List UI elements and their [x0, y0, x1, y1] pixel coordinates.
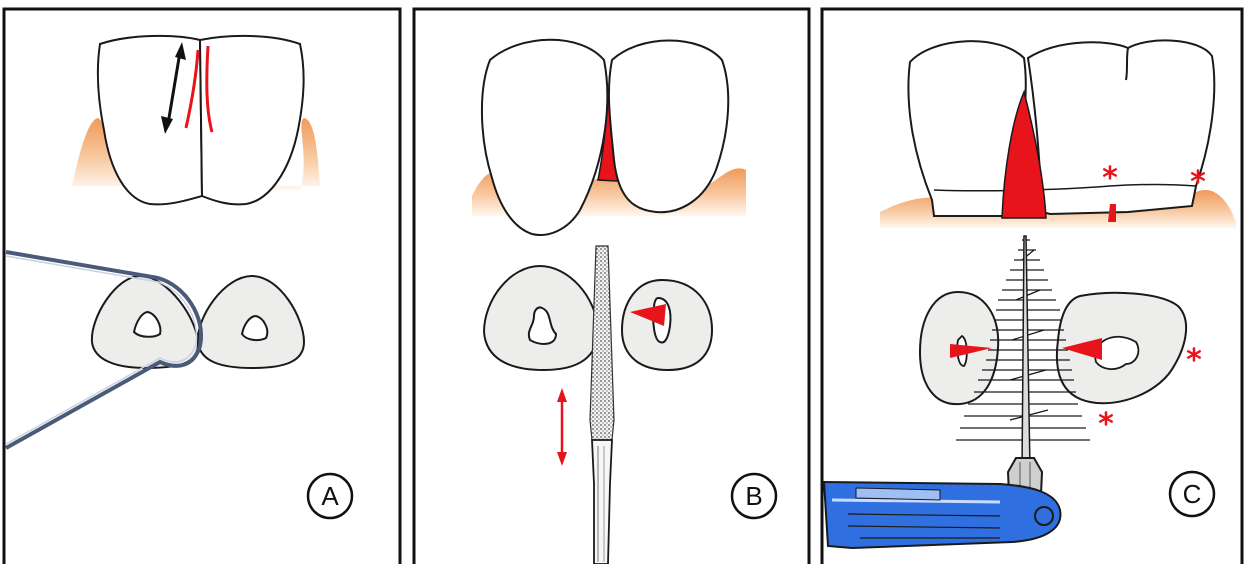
panel-c: * * [822, 9, 1242, 564]
panel-c-brush-handle-pivot [1035, 507, 1053, 525]
panel-b-label-text: B [745, 481, 762, 511]
panel-c-right-crown [1028, 40, 1214, 214]
panel-a-label-text: A [321, 481, 339, 511]
panel-c-asterisk-lower-center: * [1098, 407, 1114, 442]
panel-a: A [4, 9, 400, 564]
panel-b: B [414, 9, 809, 564]
panel-b-label: B [732, 474, 776, 518]
panel-c-label: C [1170, 472, 1214, 516]
panel-c-asterisk-top-right: * [1190, 165, 1206, 200]
panel-a-label: A [308, 474, 352, 518]
panel-c-asterisk-top-center: * [1102, 161, 1118, 196]
panel-c-asterisk-lower-right: * [1186, 343, 1202, 378]
panel-c-label-text: C [1183, 479, 1202, 509]
